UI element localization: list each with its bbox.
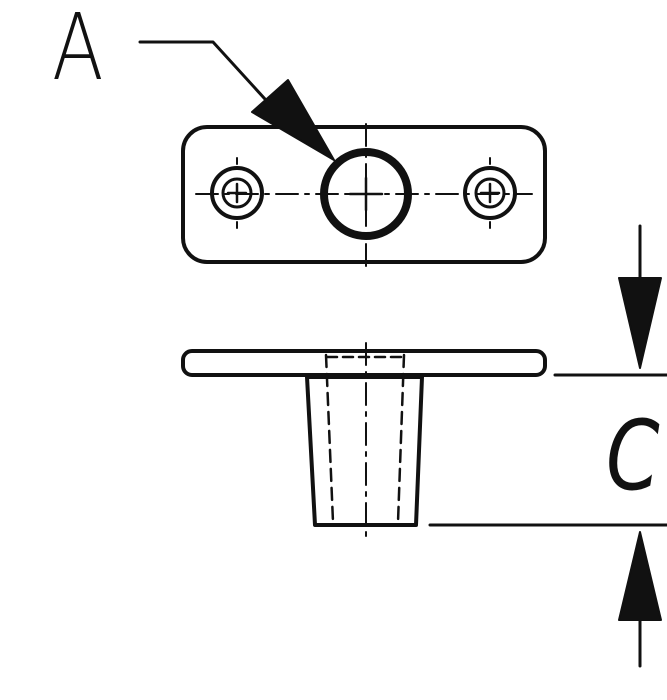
plate-outline [181, 125, 547, 264]
hidden-bore-right [396, 353, 406, 524]
label-c: C [606, 400, 660, 512]
tapered-socket-body [305, 375, 424, 527]
flange-outline [181, 349, 547, 377]
dimension-c [428, 224, 667, 668]
label-a-leader [138, 40, 335, 161]
main-center-hole [320, 148, 412, 240]
plate-top-view [181, 123, 547, 269]
right-screw-hole [463, 157, 517, 229]
leader-arrowhead [251, 79, 335, 161]
label-a: A [52, 0, 104, 101]
dimension-arrow-up [618, 531, 662, 621]
left-screw-hole [210, 157, 264, 229]
hidden-bore-left [324, 353, 335, 524]
dimension-arrow-down [618, 277, 662, 369]
socket-side-view [181, 342, 547, 541]
